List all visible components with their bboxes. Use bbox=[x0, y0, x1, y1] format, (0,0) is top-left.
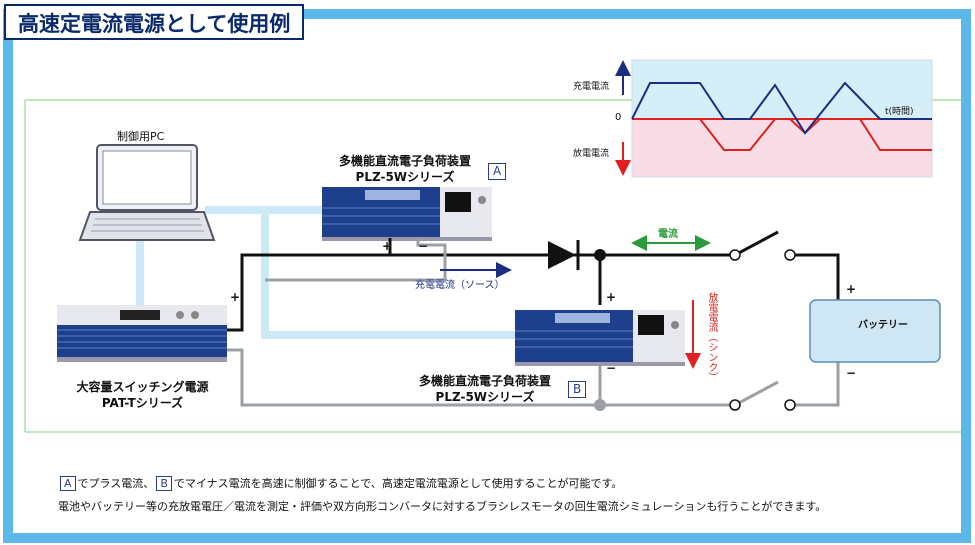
load-a-series: PLZ-5Wシリーズ bbox=[355, 170, 455, 184]
supply-plus-mark: + bbox=[230, 290, 241, 304]
charge-current-label: 充電電流（ソース） bbox=[415, 280, 505, 291]
current-label: 電流 bbox=[658, 229, 678, 240]
current-waveform-graph bbox=[615, 59, 933, 178]
note-line1-part1: でプラス電流、 bbox=[77, 477, 155, 490]
load-a-name: 多機能直流電子負荷装置 bbox=[338, 154, 471, 168]
load-b-plus-mark: + bbox=[606, 290, 617, 304]
power-supply-device bbox=[57, 305, 227, 362]
diode-icon bbox=[548, 240, 580, 270]
graph-zero-label: 0 bbox=[615, 112, 622, 123]
junction-minus bbox=[594, 399, 606, 411]
outer-frame bbox=[3, 9, 971, 543]
supply-name: 大容量スイッチング電源 bbox=[76, 380, 209, 394]
load-a-plus-mark: + bbox=[382, 239, 393, 253]
battery-label: バッテリー bbox=[858, 320, 908, 331]
discharge-current-label: 放電電流（シンク） bbox=[706, 292, 717, 382]
pc-label: 制御用PC bbox=[117, 130, 165, 143]
load-a-badge: A bbox=[482, 160, 507, 180]
charge-waveform bbox=[631, 81, 932, 135]
discharge-waveform bbox=[632, 118, 932, 151]
laptop-icon bbox=[78, 144, 216, 241]
graph-discharge-label: 放電電流 bbox=[573, 149, 610, 159]
load-b-series: PLZ-5Wシリーズ bbox=[435, 390, 535, 404]
supply-series: PAT-Tシリーズ bbox=[101, 396, 184, 410]
control-lines bbox=[136, 206, 515, 339]
load-a-minus-mark: − bbox=[418, 239, 429, 253]
load-b-minus-mark: − bbox=[606, 361, 617, 375]
junction-plus bbox=[594, 249, 606, 261]
graph-time-label: t(時間) bbox=[885, 107, 914, 117]
plus-wiring bbox=[227, 230, 861, 332]
load-b-device bbox=[515, 310, 685, 366]
battery-minus-mark: − bbox=[846, 366, 857, 380]
note-line-2: 電池やバッテリー等の充放電電圧／電流を測定・評価や双方向形コンバータに対するブラ… bbox=[58, 500, 827, 513]
note-badge-b: B bbox=[156, 476, 172, 491]
note-badge-a: A bbox=[60, 476, 76, 491]
battery-icon bbox=[809, 299, 941, 363]
switch-terminals bbox=[729, 249, 796, 411]
battery-plus-mark: + bbox=[846, 282, 857, 296]
load-a-device bbox=[322, 187, 492, 241]
note-line1-part2: でマイナス電流を高速に制御することで、高速定電流電源として使用することが可能です… bbox=[173, 477, 623, 490]
graph-charge-label: 充電電流 bbox=[573, 82, 610, 92]
load-b-badge: B bbox=[562, 378, 587, 398]
load-b-name: 多機能直流電子負荷装置 bbox=[418, 374, 551, 388]
page-title: 高速定電流電源として使用例 bbox=[4, 4, 305, 40]
